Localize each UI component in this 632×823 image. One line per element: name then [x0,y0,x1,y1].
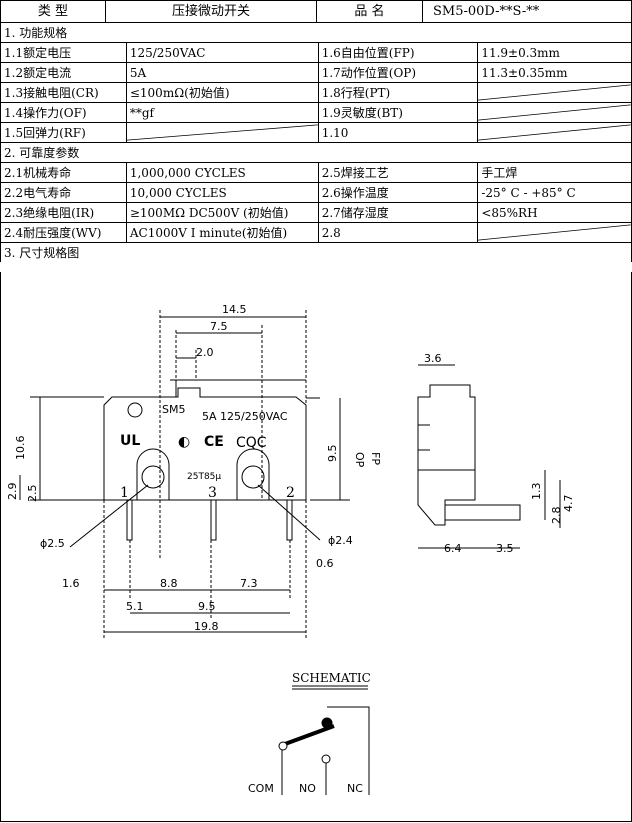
spec-value [477,222,632,243]
dim-9-5: 9.5 [326,445,339,463]
side-view-outline [417,384,476,526]
switch-body-outline [103,387,307,501]
label-fp: FP [369,452,382,465]
terminal-3 [210,499,217,541]
pin-2-label: 2 [286,485,295,501]
dim-19-8: 19.8 [194,620,219,633]
spec-value: <85%RH [477,202,632,223]
dim-7-3: 7.3 [240,577,258,590]
spec-value: -25° C - +85° C [477,182,632,203]
dim-1-6: 1.6 [62,577,80,590]
spec-value: 11.3±0.35mm [477,62,632,83]
dim-8-8: 8.8 [160,577,178,590]
drawing-frame [0,272,632,822]
spec-label: 1.7动作位置(OP) [317,62,479,83]
spec-label: 2.1机械寿命 [0,162,127,183]
spec-value: 1,000,000 CYCLES [125,162,319,183]
dim-5-1: 5.1 [126,600,144,613]
dim-6-4: 6.4 [444,542,462,555]
section-title: 3. 尺寸规格图 [0,242,632,262]
spec-label: 1.6自由位置(FP) [317,42,479,63]
date-code: 25T85μ [187,472,221,482]
dim-9-5-bottom: 9.5 [198,600,216,613]
cqc-mark: CQC [236,435,267,451]
dim-3-5: 3.5 [496,542,514,555]
pin-3-label: 3 [208,485,217,501]
name-label: 品 名 [317,1,423,22]
nc-label: NC [347,782,363,795]
label-op: OP [353,452,366,468]
actuator-lever [170,379,306,397]
switch-contact-arm [284,724,335,746]
type-value: 压接微动开关 [106,1,317,22]
dim-3-6: 3.6 [424,352,442,365]
terminal-hole-1 [141,465,165,489]
spec-row: 2.4耐压强度(WV)AC1000V I minute(初始值)2.8 [0,222,632,243]
dim-2-8: 2.8 [550,507,563,525]
dim-2-9: 2.9 [6,483,19,501]
spec-label: 1.9灵敏度(BT) [317,102,479,123]
dim-4-7: 4.7 [562,495,575,513]
schematic-title: SCHEMATIC [292,671,371,685]
dim-2-0: 2.0 [196,346,214,359]
terminal-hole-2 [241,465,265,489]
svg-text:CE: CE [204,434,224,450]
pin-1-label: 1 [120,485,129,501]
spec-label: 1.8行程(PT) [317,82,479,103]
no-label: NO [299,782,316,795]
dim-14-5: 14.5 [222,303,247,316]
spec-value [477,82,632,103]
spec-row: 1.5回弹力(RF)1.10 [0,122,632,143]
spec-value: AC1000V I minute(初始值) [125,222,319,243]
spec-label: 2.8 [317,222,479,243]
spec-value: ≤100mΩ(初始值) [125,82,319,103]
schematic: SCHEMATIC COM NO NC [248,671,371,795]
com-label: COM [248,782,274,795]
spec-value: ≥100MΩ DC500V (初始值) [125,202,319,223]
spec-label: 2.5焊接工艺 [317,162,479,183]
dim-phi-2-5: ϕ2.5 [40,537,65,550]
spec-label: 1.4操作力(OF) [0,102,127,123]
dim-10-6: 10.6 [14,436,27,461]
logo-mark [127,402,143,418]
svg-text:UL: UL [120,433,140,449]
spec-label: 2.6操作温度 [317,182,479,203]
dim-7-5: 7.5 [210,320,228,333]
spec-table: 类 型 压接微动开关 品 名 SM5-00D-**S-** 1. 功能规格 1.… [0,0,632,262]
spec-row: 2.3绝缘电阻(IR)≥100MΩ DC500V (初始值)2.7储存湿度<85… [0,202,632,223]
type-label: 类 型 [2,1,106,22]
dim-0-6: 0.6 [316,557,334,570]
rating-label: 5A 125/250VAC [202,410,288,423]
svg-text:◐: ◐ [178,434,190,450]
spec-row: 1.3接触电阻(CR)≤100mΩ(初始值)1.8行程(PT) [0,82,632,103]
spec-value: 125/250VAC [125,42,319,63]
dim-2-5: 2.5 [26,485,39,503]
dim-1-3: 1.3 [530,483,543,501]
model-label: SM5 [162,403,185,416]
name-value: SM5-00D-**S-** [433,4,540,19]
dim-phi-2-4: ϕ2.4 [328,534,353,547]
spec-label: 2.4耐压强度(WV) [0,222,127,243]
spec-label: 1.5回弹力(RF) [0,122,127,143]
spec-label: 2.2电气寿命 [0,182,127,203]
